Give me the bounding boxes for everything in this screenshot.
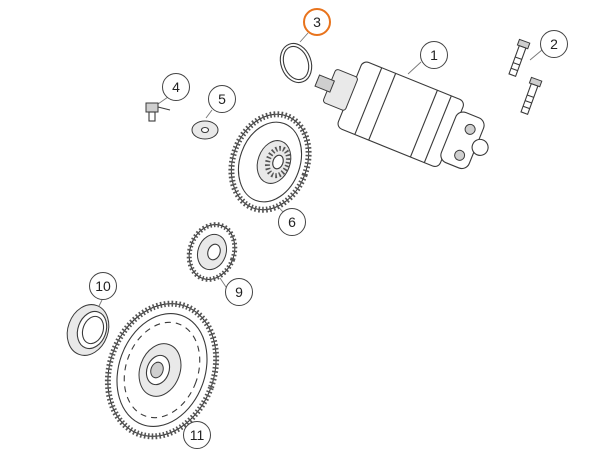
bolt-part[interactable] [145,102,171,122]
screw-part[interactable] [507,38,543,115]
reduction-gear-part[interactable] [182,218,242,286]
shaft-seal-part[interactable] [60,299,115,362]
idler-gear-part[interactable] [218,103,321,220]
callout-11-label: 11 [189,427,205,443]
callout-6[interactable]: 6 [278,208,306,236]
callout-10-label: 10 [95,278,111,294]
callout-2[interactable]: 2 [540,30,568,58]
callout-4[interactable]: 4 [162,73,190,101]
starter-motor-part[interactable] [304,47,502,183]
callout-6-label: 6 [288,214,296,230]
callout-9-label: 9 [235,284,243,300]
callout-3-label: 3 [313,14,321,30]
callout-11[interactable]: 11 [183,421,211,449]
callout-1[interactable]: 1 [420,41,448,69]
freewheel-gear-part[interactable] [90,288,234,451]
callout-4-label: 4 [172,79,180,95]
callout-10[interactable]: 10 [89,272,117,300]
callout-1-label: 1 [430,47,438,63]
washer-part[interactable] [191,120,219,140]
o-ring-part[interactable] [275,39,317,87]
callout-3[interactable]: 3 [303,8,331,36]
callout-5[interactable]: 5 [208,85,236,113]
callout-5-label: 5 [218,91,226,107]
callout-9[interactable]: 9 [225,278,253,306]
callout-2-label: 2 [550,36,558,52]
